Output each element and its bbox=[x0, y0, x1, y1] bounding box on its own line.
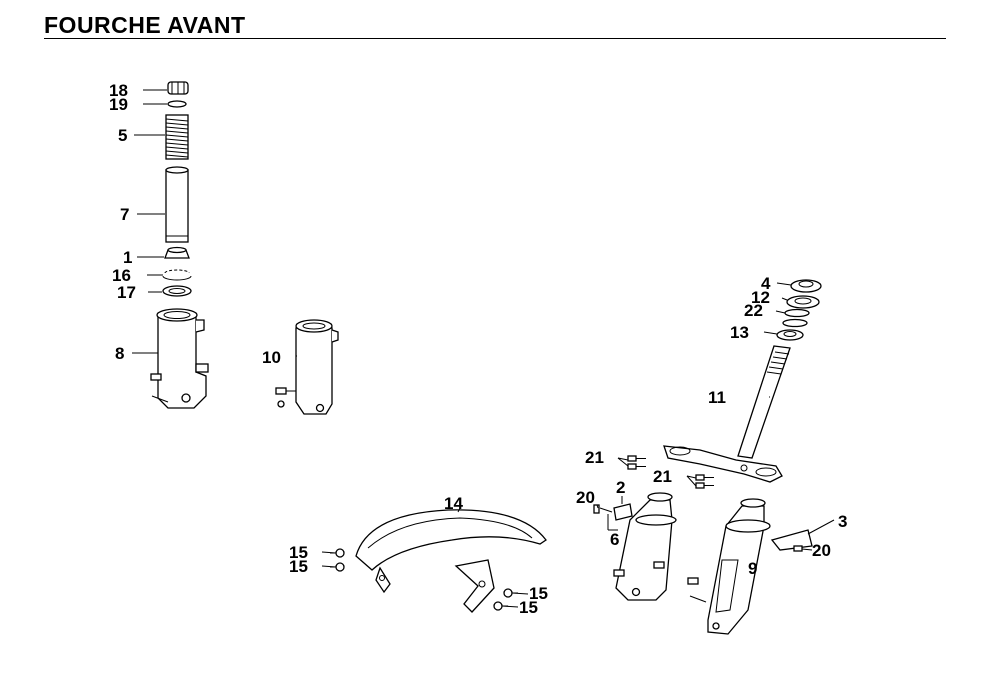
part-2-bracket bbox=[599, 503, 633, 521]
part-3-bracket bbox=[770, 529, 813, 551]
callout-5: 5 bbox=[118, 126, 127, 145]
title-underline bbox=[44, 38, 946, 39]
part-19-ring bbox=[167, 100, 187, 108]
callout-17: 17 bbox=[117, 283, 136, 302]
callout-9: 9 bbox=[748, 559, 757, 578]
part-5-spring bbox=[165, 114, 189, 160]
part-15-screws-left bbox=[330, 548, 345, 572]
part-18-cap bbox=[167, 81, 189, 95]
part-21-bolts-upper bbox=[627, 455, 646, 470]
part-8-slider bbox=[150, 308, 209, 409]
callout-15-a: 15 bbox=[289, 543, 308, 562]
callout-6: 6 bbox=[610, 530, 619, 549]
callout-1: 1 bbox=[123, 248, 132, 267]
callout-21-upper: 21 bbox=[585, 448, 604, 467]
part-11-stem bbox=[663, 345, 791, 483]
callout-15-c: 15 bbox=[529, 584, 548, 603]
callout-2: 2 bbox=[616, 478, 625, 497]
callout-10: 10 bbox=[262, 348, 281, 367]
part-6-fork-leg bbox=[613, 492, 677, 601]
part-20-screw-right bbox=[793, 545, 803, 552]
callout-19: 19 bbox=[109, 95, 128, 114]
callout-22: 22 bbox=[744, 301, 763, 320]
part-9-fork-leg bbox=[687, 498, 771, 635]
callout-7: 7 bbox=[120, 205, 129, 224]
callout-4: 4 bbox=[761, 274, 771, 293]
callout-16: 16 bbox=[112, 266, 131, 285]
callout-15-d: 15 bbox=[519, 598, 538, 617]
callout-21-lower: 21 bbox=[653, 467, 672, 486]
part-10-slider bbox=[275, 319, 339, 415]
part-12-race bbox=[786, 295, 820, 309]
callout-12: 12 bbox=[751, 288, 770, 307]
part-1-bushing bbox=[164, 246, 190, 259]
page-title: FOURCHE AVANT bbox=[44, 12, 246, 38]
callout-3: 3 bbox=[838, 512, 847, 531]
part-4-nut bbox=[790, 279, 822, 293]
part-22-bearing bbox=[782, 308, 810, 328]
part-13-race bbox=[776, 329, 804, 341]
part-17-seal bbox=[162, 285, 192, 297]
callout-13: 13 bbox=[730, 323, 749, 342]
callout-20-right: 20 bbox=[812, 541, 831, 560]
part-7-tube bbox=[165, 166, 189, 243]
callout-18: 18 bbox=[109, 81, 128, 100]
callout-8: 8 bbox=[115, 344, 124, 363]
part-21-bolts-lower bbox=[695, 474, 714, 489]
callout-11: 11 bbox=[708, 388, 726, 407]
callout-20-left: 20 bbox=[576, 488, 595, 507]
part-20-screw-left bbox=[593, 504, 600, 514]
leader-lines bbox=[132, 89, 835, 608]
callout-14: 14 bbox=[444, 494, 463, 513]
part-16-clip bbox=[162, 269, 192, 281]
part-14-mudguard bbox=[355, 509, 547, 613]
callout-15-b: 15 bbox=[289, 557, 308, 576]
